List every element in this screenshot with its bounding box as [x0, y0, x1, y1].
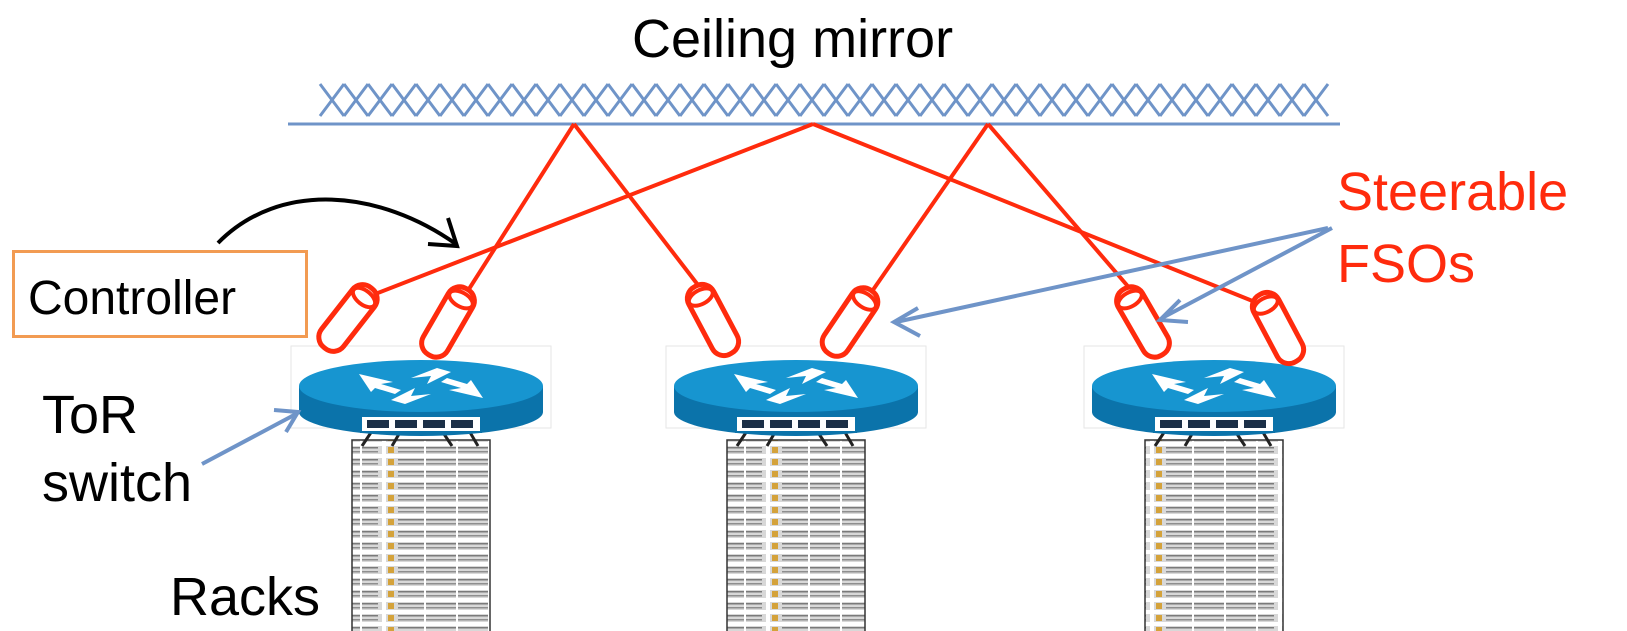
tor-label-line2: switch [42, 453, 193, 513]
ceiling-mirror-icon [288, 83, 1340, 126]
controller-arrow [216, 197, 460, 249]
controller-label: Controller [28, 272, 237, 325]
steerable-fso-label-line2: FSOs [1337, 234, 1476, 294]
tor-switch-icon [665, 345, 927, 437]
tor-pointer-arrow [201, 408, 302, 466]
steerable-fso-label-line1: Steerable [1337, 162, 1569, 222]
tor-switch-icon [290, 345, 552, 437]
fso-beams [369, 122, 1261, 306]
fso-icon [314, 279, 383, 356]
rack-icon [1144, 439, 1284, 631]
controller-box [12, 250, 308, 338]
tor-switch-icon [1083, 345, 1345, 437]
fso-pointer-arrows [889, 226, 1333, 338]
tor-label-line1: ToR [42, 385, 139, 445]
ceiling-mirror-label: Ceiling mirror [632, 9, 954, 69]
racks-label: Racks [170, 567, 321, 627]
rack-icon [726, 439, 866, 631]
rack-icon [351, 439, 491, 631]
